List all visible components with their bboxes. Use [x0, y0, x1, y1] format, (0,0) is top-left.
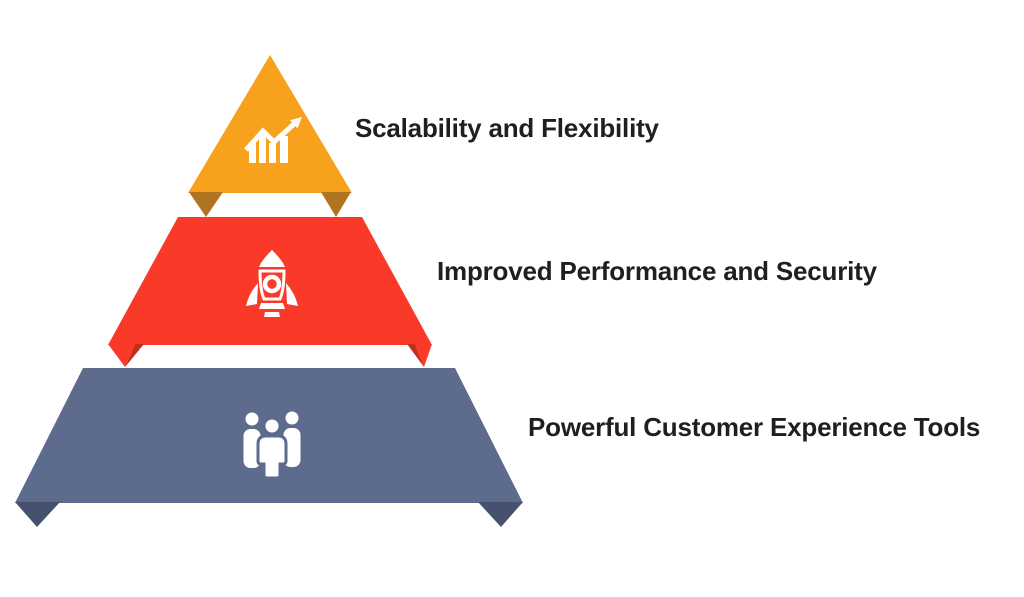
pyramid-layer-middle-fold-left-shade: [125, 344, 144, 367]
growth-chart-icon: [244, 117, 302, 163]
growth-bar-1: [249, 142, 256, 163]
person-back-left-head: [245, 412, 259, 426]
person-front-head: [262, 416, 282, 436]
person-front-body: [256, 434, 288, 480]
pyramid-layer-bottom-fold-right: [478, 502, 523, 527]
growth-bar-4: [280, 136, 288, 163]
person-back-right-body: [283, 428, 301, 467]
pyramid-layer-bottom: [15, 368, 523, 527]
growth-bar-3: [269, 143, 276, 163]
rocket-fin-left: [246, 283, 258, 306]
pyramid-layer-top-fold-left: [189, 192, 223, 217]
rocket-tail-band-1: [259, 303, 285, 309]
pyramid-layer-middle-fold-right-shade: [407, 344, 424, 367]
person-back-right-head: [285, 411, 299, 425]
rocket-window: [262, 274, 282, 294]
rocket-fin-right: [286, 283, 298, 306]
pyramid-layer-middle: [108, 217, 432, 367]
rocket-nose: [259, 250, 285, 267]
pyramid-layer-bottom-fold-left: [15, 502, 60, 527]
pyramid-layer-top-fold-right: [321, 192, 351, 217]
growth-bar-2: [259, 134, 266, 163]
growth-arrowhead: [290, 117, 302, 129]
layer-label-bottom: Powerful Customer Experience Tools: [528, 412, 981, 442]
pyramid-layer-middle-shape: [108, 217, 432, 345]
pyramid-layer-middle-fold-right: [415, 344, 432, 367]
pyramid-layer-top-shape: [188, 55, 352, 193]
rocket-body: [258, 269, 286, 301]
pyramid-layer-top: [188, 55, 352, 217]
rocket-icon: [246, 250, 298, 317]
pyramid-layer-middle-fold-left: [108, 344, 135, 367]
rocket-tail-band-2: [264, 312, 280, 317]
person-back-left-body: [243, 429, 261, 468]
layer-label-top: Scalability and Flexibility: [355, 113, 659, 143]
growth-trend-line: [244, 122, 296, 152]
people-group-icon: [243, 411, 301, 480]
layer-label-middle: Improved Performance and Security: [437, 256, 877, 286]
